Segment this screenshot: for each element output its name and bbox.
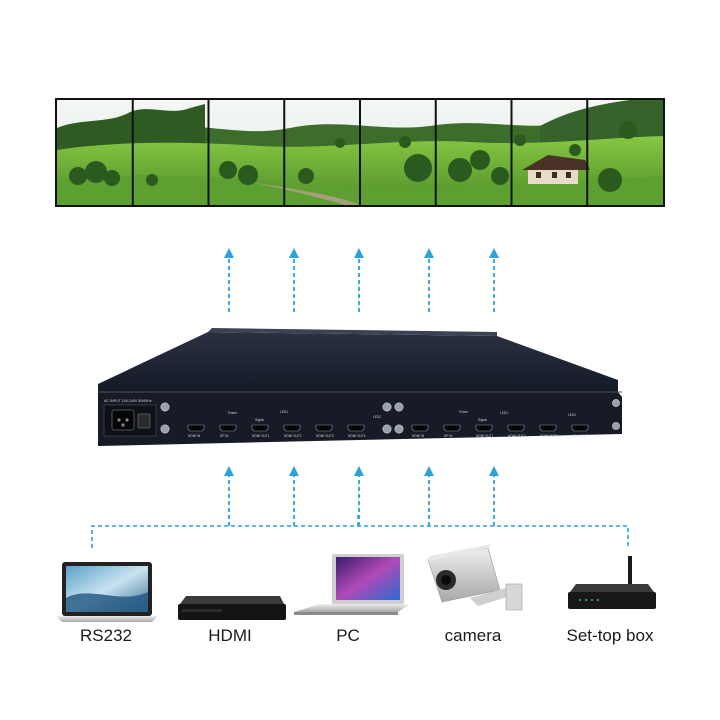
source-bus: [91, 514, 629, 548]
signal-label-b: Signal: [478, 418, 487, 422]
up-arrow: [289, 248, 299, 312]
signal-label-a: Signal: [255, 418, 264, 422]
source-label-set-top-box: Set-top box: [566, 626, 654, 645]
source-label-hdmi: HDMI: [208, 626, 252, 645]
cctv-camera-icon: [424, 544, 523, 611]
up-arrow: [489, 466, 499, 526]
up-arrow: [354, 248, 364, 312]
power-label-b: Power: [459, 410, 469, 414]
port-label: HDMI OUT2: [508, 434, 526, 438]
up-arrow: [289, 466, 299, 526]
input-arrows: [224, 466, 499, 526]
media-player-icon: [178, 596, 286, 620]
hdmi-port[interactable]: HDMI IN: [187, 424, 205, 438]
up-arrow: [424, 466, 434, 526]
up-arrow: [489, 248, 499, 312]
video-wall-dividers: [131, 100, 589, 205]
port-label: DP IN: [220, 434, 229, 438]
hdmi-port[interactable]: HDMI OUT4: [347, 424, 366, 438]
source-label-rs232: RS232: [80, 626, 132, 645]
ac-inlet: AC INPUT 100-240V 50/60Hz: [103, 399, 157, 437]
ports-a: HDMI IN DP IN HDMI OUT1 HDMI OUT2 HDMI OUT3 H…: [187, 424, 366, 438]
pc-laptop-icon: [294, 554, 410, 615]
port-label: HDMI OUT1: [252, 434, 270, 438]
laptop-icon: [56, 562, 158, 622]
video-wall: [55, 98, 665, 207]
router-box-icon: [568, 556, 656, 609]
house-graphic: [522, 155, 590, 184]
source-label-pc: PC: [336, 626, 360, 645]
hdmi-port[interactable]: HDMI OUT2: [283, 424, 302, 438]
hdmi-port[interactable]: HDMI OUT2: [507, 424, 526, 438]
port-label: HDMI OUT3: [316, 434, 334, 438]
source-label-camera: camera: [444, 626, 502, 645]
up-arrow: [224, 248, 234, 312]
hdmi-port[interactable]: DP IN: [443, 424, 461, 438]
output-arrows: [224, 248, 499, 312]
chassis-top: [98, 332, 618, 392]
port-label: HDMI OUT1: [476, 434, 494, 438]
up-arrow: [224, 466, 234, 526]
video-wall-controller: AC INPUT 100-240V 50/60Hz Power LED1 LED…: [98, 328, 622, 446]
ac-input-label: AC INPUT 100-240V 50/60Hz: [104, 399, 152, 403]
chassis-front: [98, 392, 622, 446]
ports-b: HDMI IN DP IN HDMI OUT1 HDMI OUT2 HDMI OUT3 H…: [411, 424, 590, 438]
hdmi-port[interactable]: HDMI OUT4: [571, 424, 590, 438]
port-label: HDMI OUT2: [284, 434, 302, 438]
hdmi-port[interactable]: DP IN: [219, 424, 237, 438]
power-label-a: Power: [228, 411, 238, 415]
port-label: HDMI OUT4: [572, 434, 590, 438]
power-socket-icon: [111, 409, 135, 431]
led-label-a: LED1: [280, 410, 288, 414]
port-label: DP IN: [444, 434, 453, 438]
port-label: HDMI IN: [412, 434, 425, 438]
port-label: HDMI OUT3: [540, 434, 558, 438]
led2-label-a: LED2: [373, 415, 381, 419]
hdmi-port[interactable]: HDMI OUT1: [475, 424, 494, 438]
up-arrow: [354, 466, 364, 526]
thumbscrews: [160, 399, 620, 434]
hdmi-port[interactable]: HDMI OUT3: [539, 424, 558, 438]
led2-label-b: LED2: [568, 413, 576, 417]
up-arrow: [424, 248, 434, 312]
port-label: HDMI OUT4: [348, 434, 366, 438]
port-label: HDMI IN: [188, 434, 201, 438]
led-label-b: LED1: [500, 411, 508, 415]
hdmi-port[interactable]: HDMI OUT3: [315, 424, 334, 438]
hdmi-port[interactable]: HDMI OUT1: [251, 424, 270, 438]
power-switch[interactable]: [137, 413, 151, 429]
hdmi-port[interactable]: HDMI IN: [411, 424, 429, 438]
